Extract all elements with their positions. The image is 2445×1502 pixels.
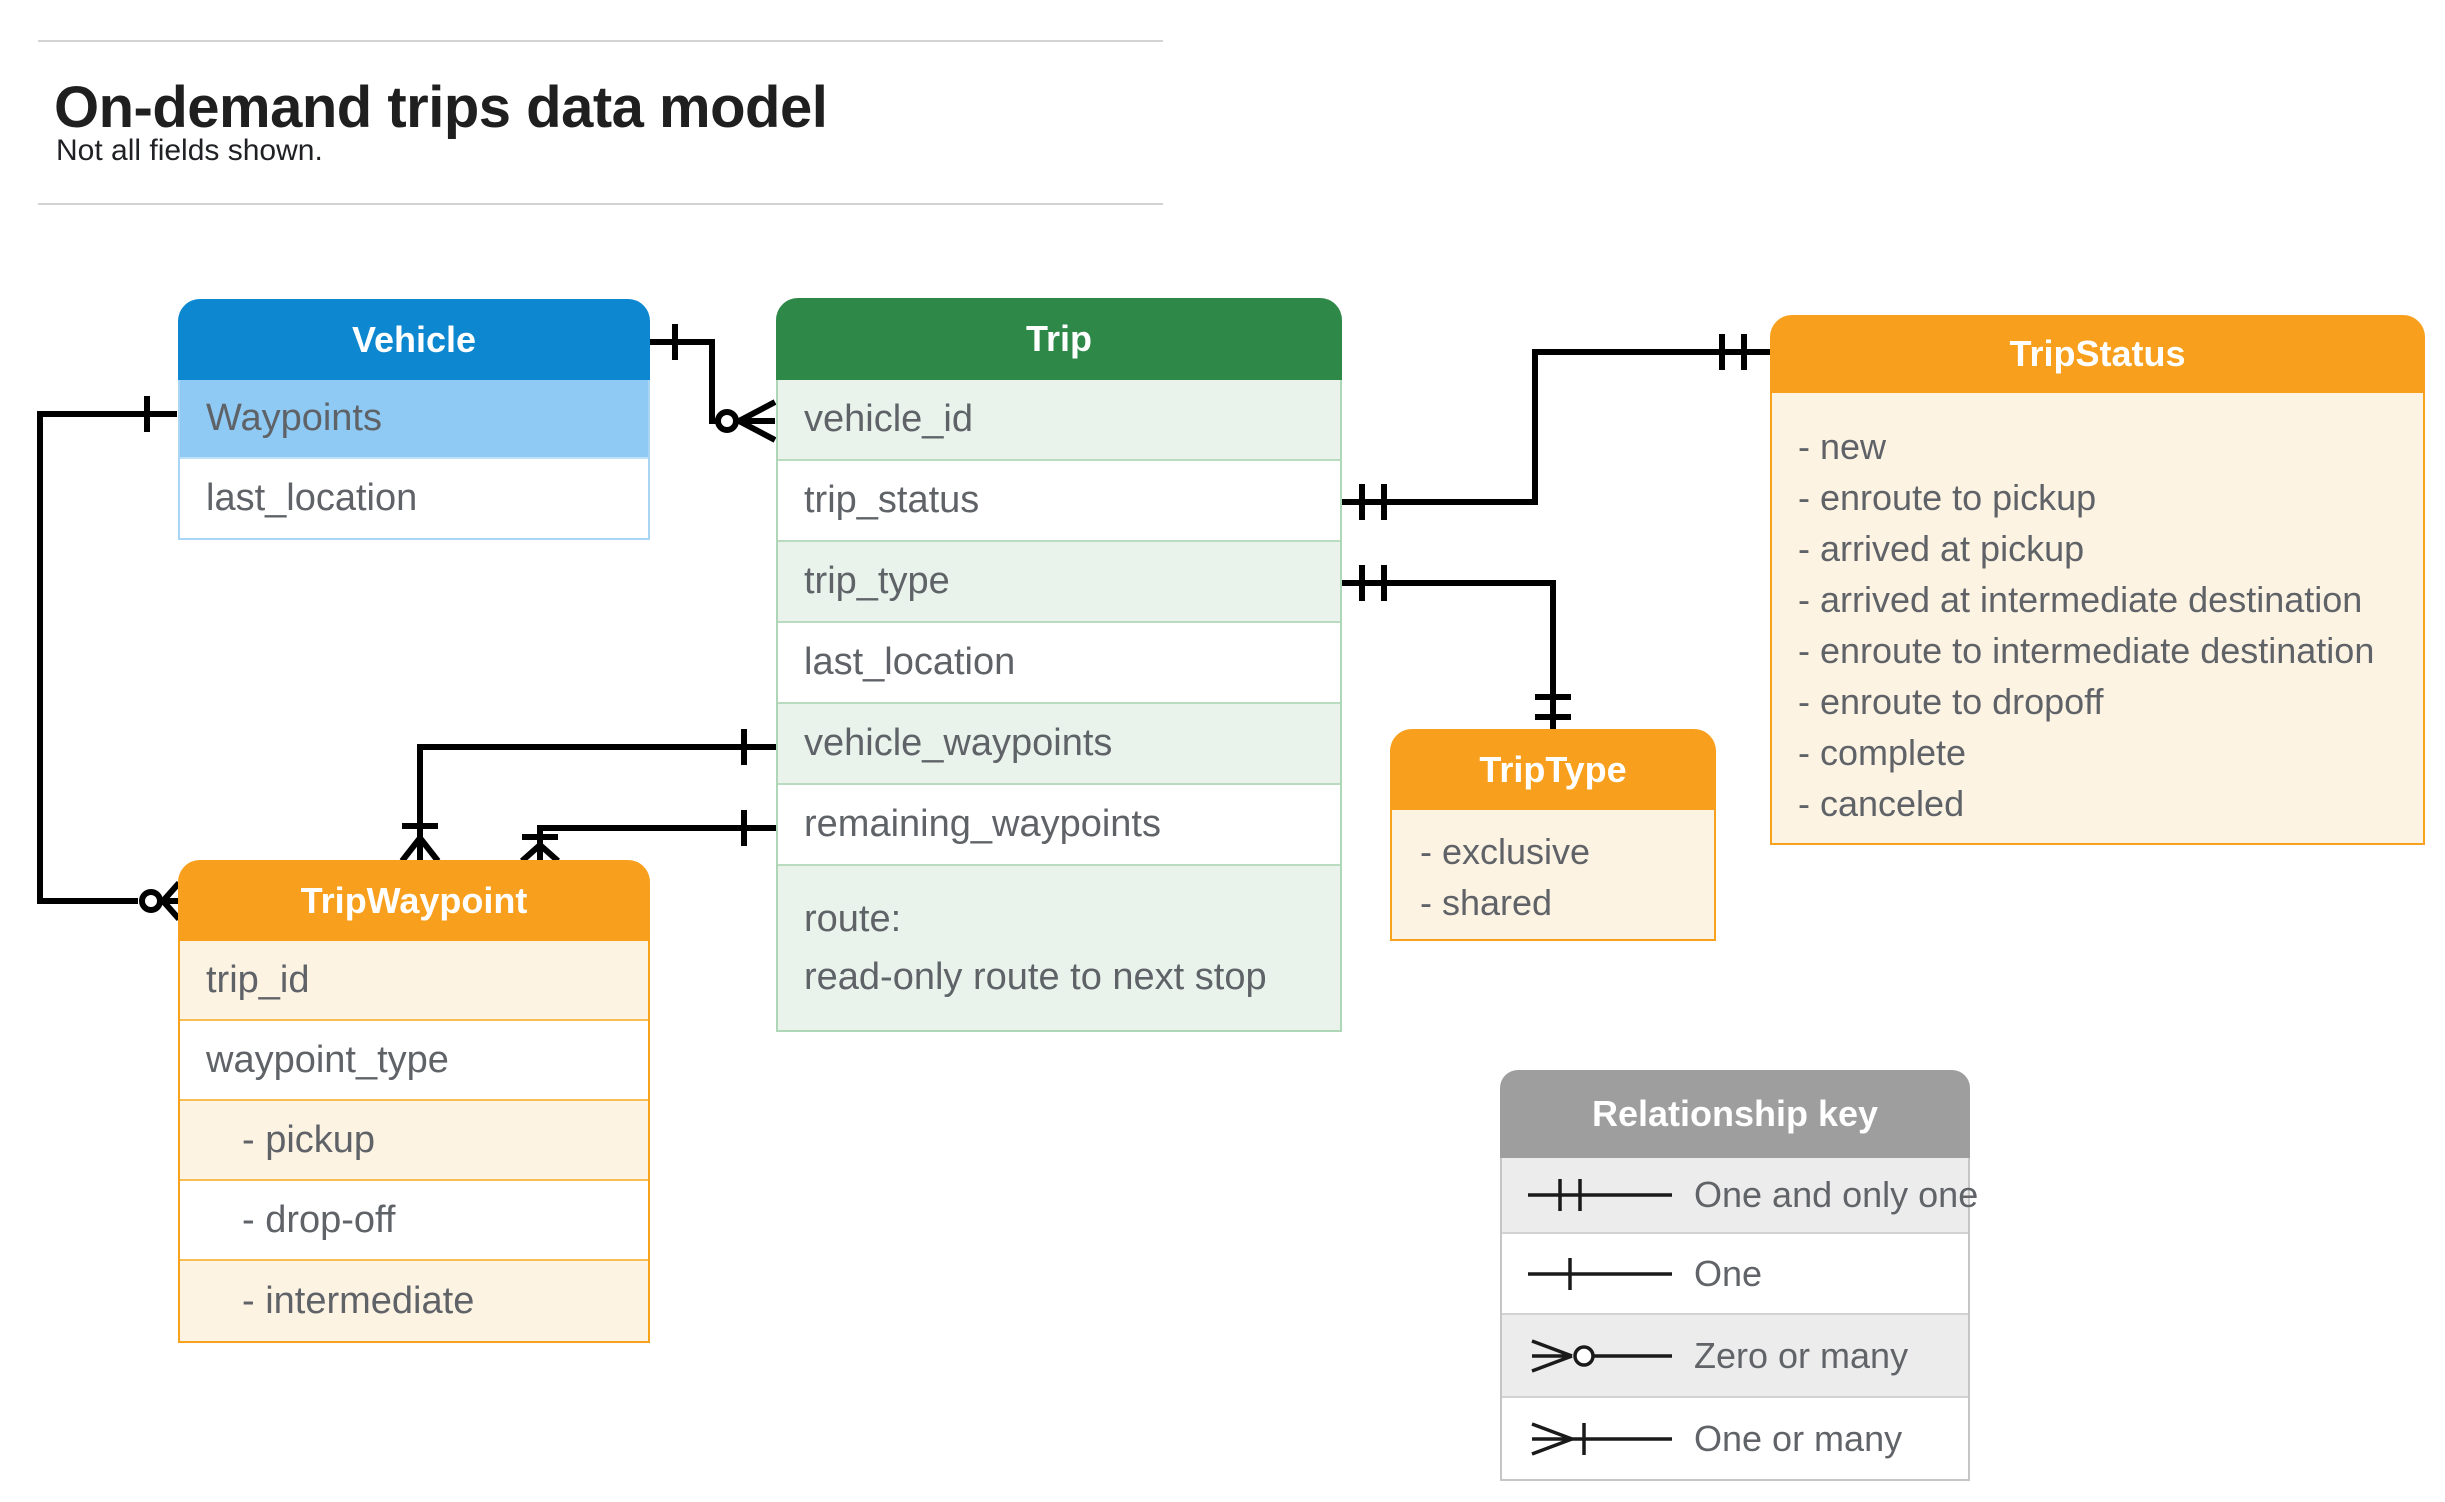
entity-tripstatus: TripStatus - new - enroute to pickup - a… <box>1770 315 2425 845</box>
connector-vehicle-waypoints-to-tripwaypoint <box>37 396 182 921</box>
key-label: One and only one <box>1694 1174 1979 1215</box>
waypoint-value-intermediate: - intermediate <box>180 1261 648 1341</box>
crow-foot-many-icon <box>160 881 182 921</box>
page-title: On-demand trips data model <box>54 75 828 140</box>
entity-tripstatus-header: TripStatus <box>1770 315 2425 393</box>
connector-vehicle-to-trip <box>650 324 777 443</box>
entity-vehicle-body: Waypoints last_location <box>178 380 650 540</box>
field-route: route: read-only route to next stop <box>778 866 1340 1030</box>
entity-trip-header: Trip <box>776 298 1342 380</box>
field-trip-id: trip_id <box>180 941 648 1021</box>
crow-foot-many-icon <box>520 842 560 864</box>
key-label: One or many <box>1694 1417 1903 1459</box>
field-route-label: route: <box>804 898 902 940</box>
status-value: - enroute to dropoff <box>1798 681 2104 722</box>
key-row-one-or-many: One or many <box>1502 1398 1968 1479</box>
connector-trip-vehicle-waypoints-to-tripwaypoint <box>399 729 776 863</box>
status-value: - arrived at pickup <box>1798 528 2085 569</box>
entity-trip-body: vehicle_id trip_status trip_type last_lo… <box>776 380 1342 1032</box>
key-row-zero-or-many: Zero or many <box>1502 1315 1968 1398</box>
one-and-only-one-ticks-icon <box>1535 694 1571 720</box>
key-label: One <box>1694 1252 1763 1294</box>
entity-triptype: TripType - exclusive - shared <box>1390 729 1716 941</box>
field-remaining-waypoints: remaining_waypoints <box>778 785 1340 866</box>
field-trip-status: trip_status <box>778 461 1340 542</box>
status-value: - arrived at intermediate destination <box>1798 579 2363 620</box>
page-subtitle: Not all fields shown. <box>56 134 323 167</box>
connector-trip-type-to-triptype <box>1342 565 1571 729</box>
relationship-key-body: One and only one One Zer <box>1500 1158 1978 1481</box>
entity-tripwaypoint: TripWaypoint trip_id waypoint_type - pic… <box>178 860 650 1343</box>
status-value: - new <box>1798 426 1887 467</box>
waypoint-value-pickup: - pickup <box>180 1101 648 1181</box>
relationship-key: Relationship key One and only one One <box>1500 1070 1978 1481</box>
one-and-only-one-symbol-icon <box>1528 1179 1672 1211</box>
key-row-one-and-only-one: One and only one <box>1502 1158 1978 1234</box>
status-value: - enroute to intermediate destination <box>1798 630 2375 671</box>
field-trip-type: trip_type <box>778 542 1340 623</box>
key-row-one: One <box>1502 1234 1968 1315</box>
key-label: Zero or many <box>1694 1334 1909 1376</box>
entity-vehicle: Vehicle Waypoints last_location <box>178 299 650 540</box>
field-last-location: last_location <box>778 623 1340 704</box>
status-value: - enroute to pickup <box>1798 477 2097 518</box>
crow-foot-many-icon <box>399 836 441 863</box>
status-value: - complete <box>1798 732 1967 773</box>
entity-triptype-body: - exclusive - shared <box>1390 810 1716 941</box>
one-and-only-one-ticks-icon <box>1359 484 1387 520</box>
field-vehicle-id: vehicle_id <box>778 380 1340 461</box>
one-and-only-one-ticks-icon <box>1719 334 1747 370</box>
entity-tripstatus-body: - new - enroute to pickup - arrived at p… <box>1770 393 2425 845</box>
one-and-only-one-ticks-icon <box>1359 565 1387 601</box>
crow-foot-many-icon <box>737 399 777 443</box>
title-bottom-divider <box>38 203 1163 205</box>
zero-circle-icon <box>715 409 739 433</box>
field-waypoint-type: waypoint_type <box>180 1021 648 1101</box>
top-divider <box>38 40 1163 42</box>
field-last-location: last_location <box>206 477 418 519</box>
entity-vehicle-header: Vehicle <box>178 299 650 380</box>
one-or-many-symbol-icon <box>1531 1421 1672 1456</box>
zero-circle-icon <box>139 889 163 913</box>
one-symbol-icon <box>1528 1257 1672 1290</box>
type-value: - exclusive <box>1420 831 1591 872</box>
entity-tripwaypoint-header: TripWaypoint <box>178 860 650 941</box>
connector-trip-status-to-tripstatus <box>1342 334 1770 520</box>
connector-trip-remaining-waypoints-to-tripwaypoint <box>520 810 776 864</box>
status-value: - canceled <box>1798 783 1965 824</box>
zero-or-many-symbol-icon <box>1531 1338 1672 1373</box>
field-vehicle-waypoints: vehicle_waypoints <box>778 704 1340 785</box>
waypoint-value-dropoff: - drop-off <box>180 1181 648 1261</box>
entity-tripwaypoint-body: trip_id waypoint_type - pickup - drop-of… <box>178 941 650 1343</box>
field-route-description: read-only route to next stop <box>804 956 1267 998</box>
entity-triptype-header: TripType <box>1390 729 1716 810</box>
entity-trip: Trip vehicle_id trip_status trip_type la… <box>776 298 1342 1032</box>
relationship-key-header: Relationship key <box>1500 1070 1970 1158</box>
type-value: - shared <box>1420 882 1553 923</box>
field-waypoints: Waypoints <box>180 380 648 459</box>
